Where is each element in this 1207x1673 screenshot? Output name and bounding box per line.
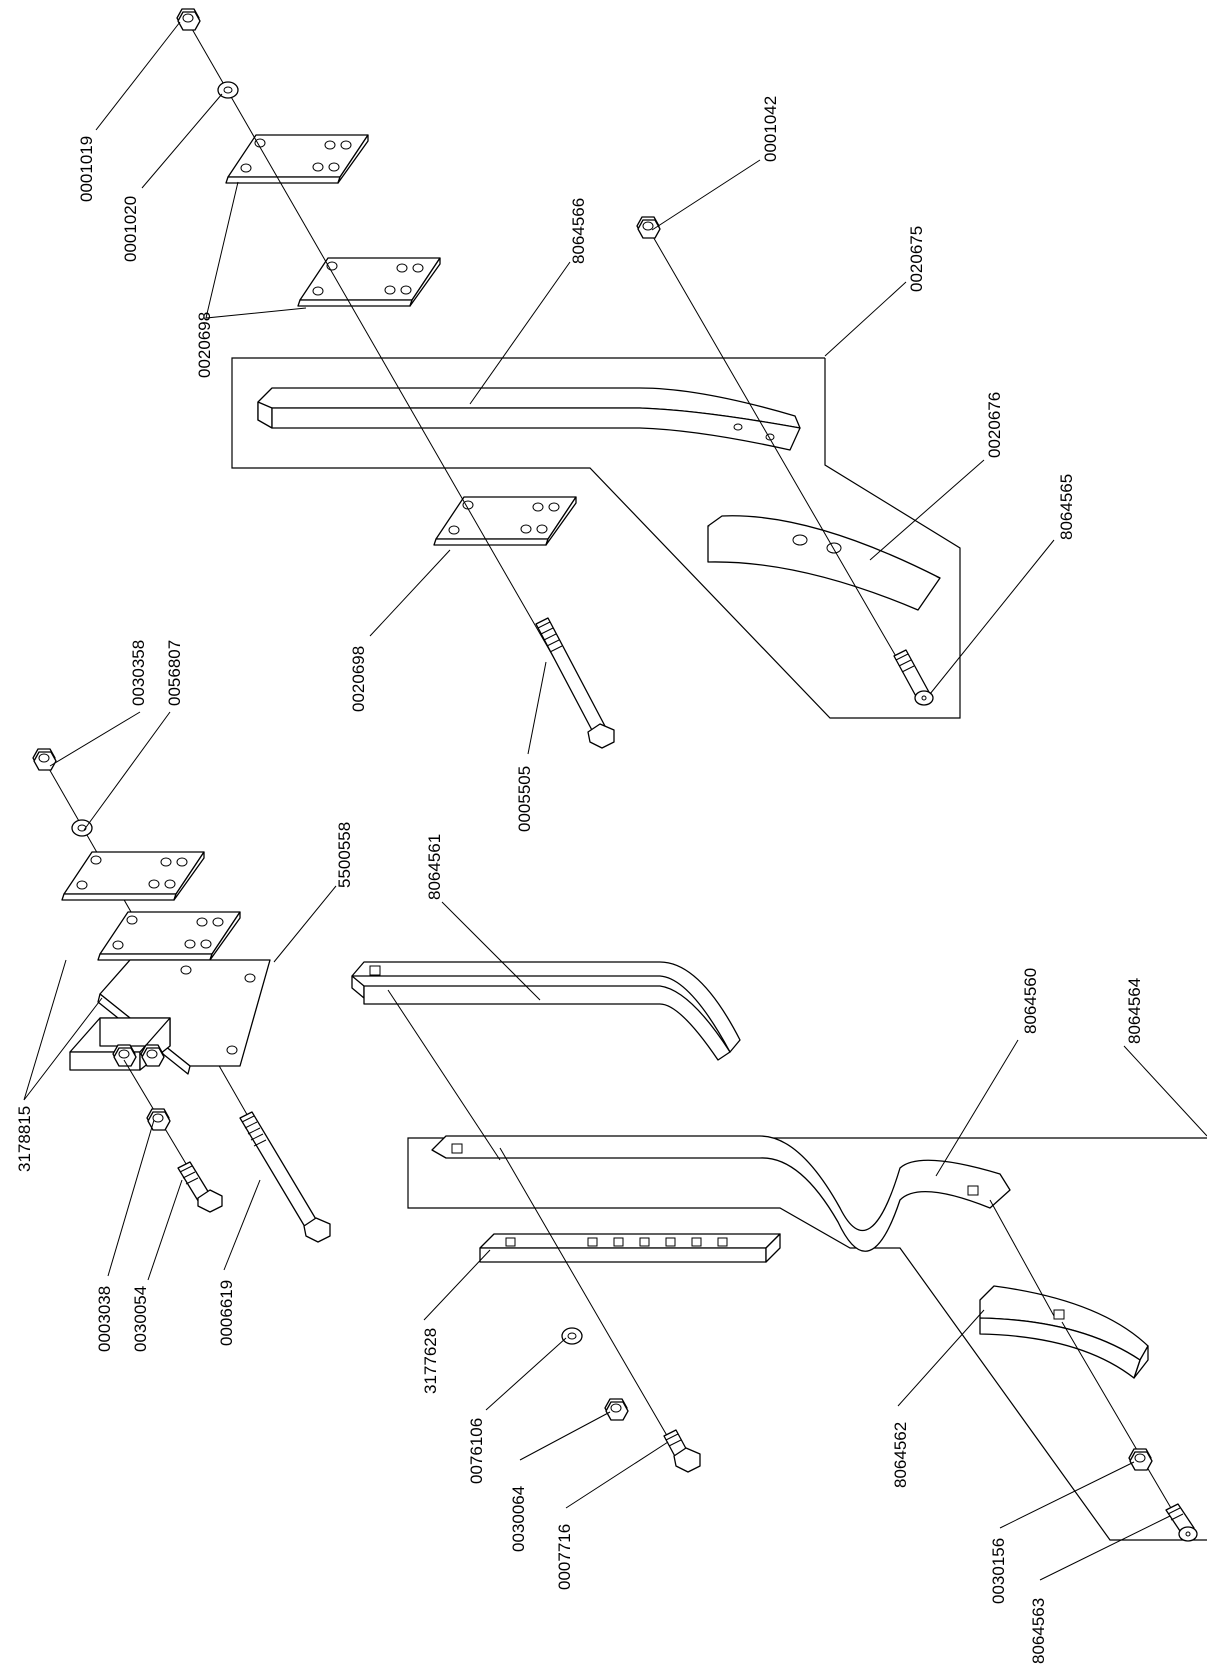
bolt-point: [893, 649, 934, 706]
leader-lines: [23, 21, 1207, 1581]
label-8064562: 8064562: [891, 1422, 910, 1488]
label-0020675: 0020675: [907, 226, 926, 292]
washer-lower: [561, 1327, 583, 1345]
label-8064564: 8064564: [1125, 978, 1144, 1044]
mount-assembly: [32, 748, 331, 1243]
part-labels: 0001019 0001020 0020698 0001042 8064566 …: [15, 96, 1144, 1664]
label-0005505: 0005505: [515, 766, 534, 832]
nut-bracket: [146, 1108, 171, 1131]
label-0030358: 0030358: [129, 640, 148, 706]
lower-shank-assembly: [351, 961, 1207, 1542]
nut-top: [176, 8, 201, 31]
shank-point: [707, 515, 941, 611]
nut-lower: [604, 1398, 629, 1421]
label-5500558: 5500558: [335, 822, 354, 888]
label-0020698-lower: 0020698: [349, 646, 368, 712]
upper-plate-1: [225, 134, 369, 184]
mount-plate-2: [97, 911, 241, 961]
label-0001019: 0001019: [77, 136, 96, 202]
nut-mount: [32, 748, 57, 771]
label-0020676: 0020676: [985, 392, 1004, 458]
label-3177628: 3177628: [421, 1328, 440, 1394]
label-0076106: 0076106: [467, 1418, 486, 1484]
bracket: [69, 959, 271, 1075]
label-0006619: 0006619: [217, 1280, 236, 1346]
label-8064563: 8064563: [1029, 1598, 1048, 1664]
bolt-long: [535, 617, 615, 749]
label-3178815: 3178815: [15, 1106, 34, 1172]
bolt-bracket: [177, 1161, 223, 1213]
label-8064565: 8064565: [1057, 474, 1076, 540]
label-0020698-top: 0020698: [195, 312, 214, 378]
label-0030054: 0030054: [131, 1286, 150, 1352]
label-0030064: 0030064: [509, 1486, 528, 1552]
nut-point-lower: [1128, 1448, 1153, 1471]
upper-shank-assembly: [176, 8, 961, 749]
bolt-mount-long: [239, 1111, 331, 1243]
label-8064566: 8064566: [569, 198, 588, 264]
upper-plate-2: [297, 257, 441, 307]
shank-straight: [351, 961, 741, 1061]
slotted-plate: [479, 1233, 781, 1263]
lower-point: [979, 1285, 1149, 1379]
bolt-point-lower: [1165, 1503, 1198, 1542]
shank-bar: [257, 387, 801, 451]
label-8064561: 8064561: [425, 834, 444, 900]
label-8064560: 8064560: [1021, 968, 1040, 1034]
group-outline-upper: [231, 357, 961, 719]
label-0001042: 0001042: [761, 96, 780, 162]
label-0030156: 0030156: [989, 1538, 1008, 1604]
bolt-lower: [663, 1429, 701, 1473]
shank-curved: [431, 1135, 1011, 1252]
label-0001020: 0001020: [121, 196, 140, 262]
label-0003038: 0003038: [95, 1286, 114, 1352]
label-0056807: 0056807: [165, 640, 184, 706]
label-0007716: 0007716: [555, 1524, 574, 1590]
mount-plate-1: [61, 851, 205, 901]
lower-plate: [433, 496, 577, 546]
